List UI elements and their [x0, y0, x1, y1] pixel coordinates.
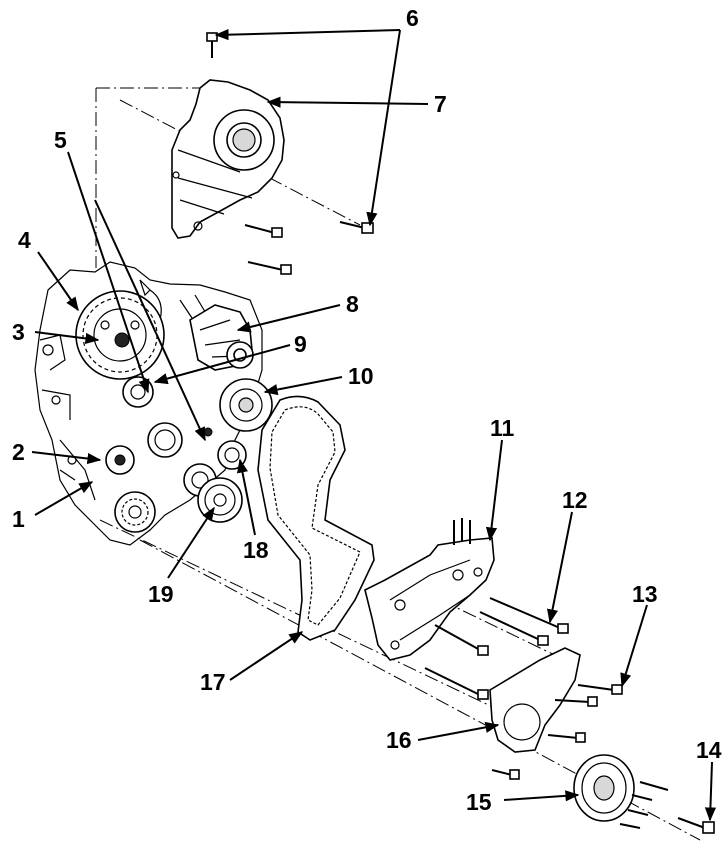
callout-18: 18	[243, 537, 269, 563]
callout-7: 7	[434, 91, 447, 117]
callout-9: 9	[294, 331, 307, 357]
callout-labels: 1 2 3 4 5 6 7 8 9 10 11 12 13 14 15 16 1…	[12, 5, 722, 815]
callout-10: 10	[348, 363, 374, 389]
leader-lines	[31, 29, 717, 822]
callout-14: 14	[696, 737, 722, 763]
callout-1: 1	[12, 506, 25, 532]
callout-6: 6	[406, 5, 419, 31]
callout-2: 2	[12, 439, 25, 465]
timing-belt	[257, 395, 375, 641]
callout-8: 8	[346, 291, 359, 317]
callout-16: 16	[386, 727, 412, 753]
callout-17: 17	[200, 669, 226, 695]
lower-timing-cover	[489, 647, 598, 780]
cover-bolts	[206, 32, 374, 275]
camshaft-sprocket	[75, 290, 165, 380]
mounting-bracket	[364, 518, 495, 661]
engine-block	[34, 261, 263, 546]
crankshaft-bolt	[677, 817, 715, 834]
callout-5: 5	[54, 127, 67, 153]
callout-13: 13	[632, 581, 658, 607]
idler-pulleys	[105, 376, 273, 533]
callout-19: 19	[148, 581, 174, 607]
callout-11: 11	[490, 415, 515, 441]
callout-15: 15	[466, 789, 492, 815]
crankshaft-pulley	[573, 754, 669, 829]
callout-4: 4	[18, 227, 31, 253]
callout-12: 12	[562, 487, 588, 513]
upper-timing-cover	[171, 79, 285, 239]
callout-3: 3	[12, 319, 25, 345]
